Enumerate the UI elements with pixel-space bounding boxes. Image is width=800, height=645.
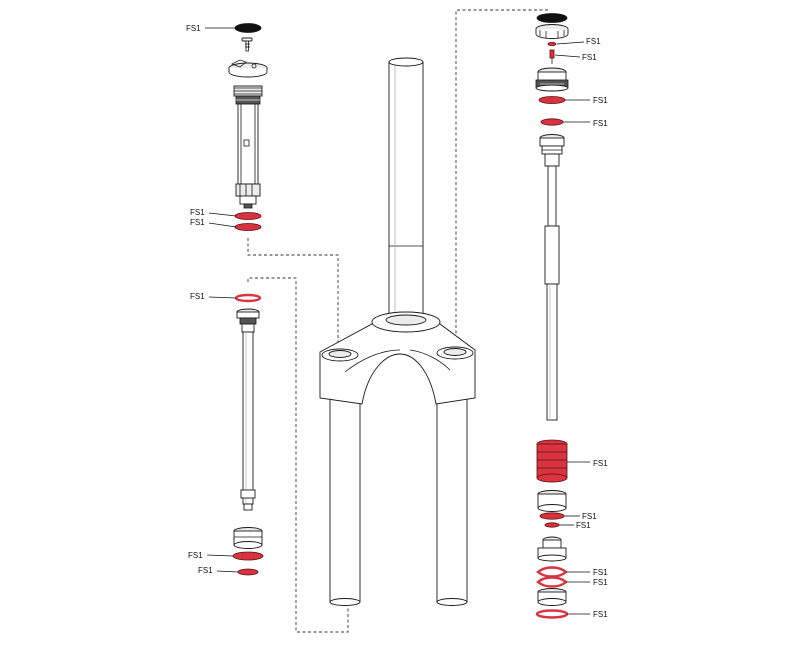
callout-label: FS1 [198,566,213,575]
callout-label: FS1 [582,512,597,521]
left-shaft-rod [240,331,256,511]
callout-fs1-right-quad-ring-1: FS1 [566,568,608,577]
callout-fs1-right-upper-ring-2: FS1 [563,119,608,128]
right-seal-head [537,588,567,606]
callout-fs1-right-bumper: FS1 [567,459,608,468]
guide-left-upper [247,238,339,342]
left-screw [241,37,253,52]
callout-label: FS1 [190,208,205,217]
left-stanchion [329,387,361,606]
right-quad-ring-2 [536,576,568,588]
callout-label: FS1 [576,521,591,530]
right-air-shaft [544,165,560,421]
right-valve [549,49,555,64]
callout-label: FS1 [188,551,203,560]
callout-fs1-left-spring-lower-ring: FS1 [190,218,237,228]
left-spring-assembly [228,23,268,231]
callout-label: FS1 [593,610,608,619]
left-spring-lower-ring [234,223,262,231]
right-air-assembly [535,13,569,619]
callout-fs1-left-top-cap: FS1 [186,24,236,33]
callout-fs1-left-spring-upper-ring: FS1 [190,208,237,217]
callout-fs1-right-valve: FS1 [554,53,597,62]
left-shaft-assembly [232,293,264,576]
assembly-guide-lines [247,9,548,633]
callout-label: FS1 [593,578,608,587]
guide-left-lower [247,277,349,633]
callout-fs1-left-shaft-top-ring: FS1 [190,292,237,301]
right-lower-piston [537,536,567,562]
right-air-piston [539,134,565,167]
right-upper-ring-1 [538,96,566,104]
callout-label: FS1 [593,459,608,468]
guide-right-upper [455,9,548,338]
callout-label: FS1 [593,568,608,577]
callout-label: FS1 [190,292,205,301]
left-shaft-top-ring [234,293,262,303]
callout-label: FS1 [186,24,201,33]
callout-fs1-left-bottom-upper-ring: FS1 [188,551,234,560]
callout-fs1-right-quad-ring-2: FS1 [566,578,608,587]
right-quad-ring-1 [536,566,568,578]
callout-fs1-right-bottom-ring: FS1 [567,610,608,619]
callout-label: FS1 [190,218,205,227]
right-stanchion [436,387,468,606]
callout-label: FS1 [593,96,608,105]
left-adjuster-cap [228,59,268,78]
left-spring-body [233,85,263,209]
callout-label: FS1 [582,53,597,62]
right-lower-ring-2 [544,522,560,528]
right-lower-ring-1 [539,512,565,520]
callout-label: FS1 [586,37,601,46]
right-valve-cap [535,24,569,39]
callout-fs1-left-bottom-lower-ring: FS1 [198,566,239,575]
right-small-oring [547,42,557,47]
callout-fs1-right-lower-ring-1: FS1 [564,512,597,521]
left-bottom-upper-ring [232,551,264,561]
callout-fs1-right-small-oring: FS1 [556,37,601,46]
right-bottom-ring [535,609,569,619]
left-bottom-lower-ring [237,568,259,576]
left-bottom-seal-head [233,527,263,549]
callout-fs1-right-lower-ring-2: FS1 [559,521,591,530]
left-top-cap [234,23,262,33]
left-spring-upper-ring [234,212,262,220]
left-shaft-head [236,308,260,333]
right-upper-ring-2 [540,118,564,126]
right-top-cap-body [535,67,569,92]
fork-crown [319,311,476,405]
right-spacer [537,490,567,512]
callouts: FS1 FS1 FS1 FS1 FS1 FS1 FS1 [186,24,608,619]
callout-fs1-right-upper-ring-1: FS1 [565,96,608,105]
fork-chassis [319,57,476,606]
callout-label: FS1 [593,119,608,128]
right-bumper [536,439,568,483]
steerer-tube [388,57,424,321]
right-top-cap [536,13,568,23]
